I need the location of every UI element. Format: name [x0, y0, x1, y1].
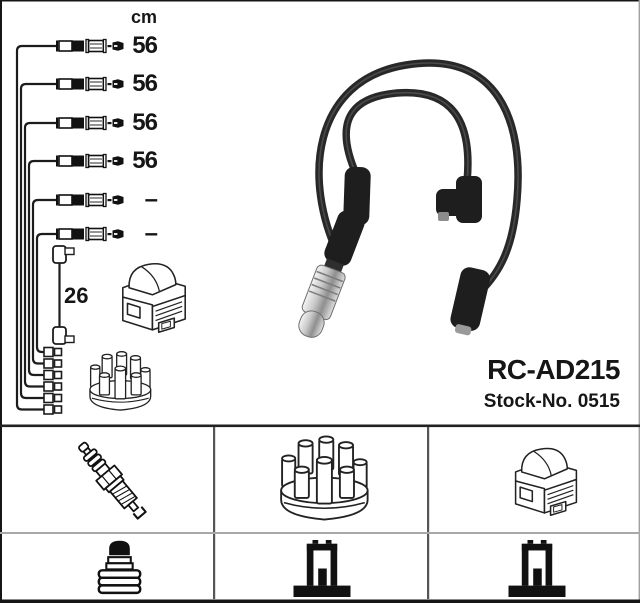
chrome-plug-connector [298, 210, 365, 338]
harness-connector-stack [43, 346, 63, 415]
spark-plug-icon [70, 435, 152, 525]
coil-wire [52, 245, 75, 345]
elbow-boot [436, 176, 482, 223]
ignition-coil-icon [121, 262, 187, 334]
harness-schematic [15, 44, 57, 411]
plug-terminal-icon [97, 539, 142, 595]
coil-wire-length: 26 [64, 283, 89, 308]
distributor-cap-icon [89, 350, 152, 411]
legend-table-grid [0, 424, 640, 599]
cable-length-2: 56 [132, 70, 158, 97]
product-code: RC-AD215 [487, 354, 620, 385]
cable-end-connectors [56, 38, 125, 242]
cable-length-4: 56 [132, 147, 158, 174]
ignition-coil-icon [514, 447, 578, 517]
angled-boot [450, 267, 491, 336]
cable-length-5: – [144, 186, 158, 213]
cable-length-1: 56 [132, 32, 158, 59]
unit-header: cm [130, 7, 157, 27]
distributor-cap-icon [280, 435, 369, 521]
cable-length-3: 56 [132, 109, 158, 136]
ignition-cable-photo [298, 59, 522, 338]
din-connector-icon [508, 540, 566, 597]
stock-number: Stock-No. 0515 [483, 391, 620, 412]
cable-length-6: – [144, 220, 158, 247]
din-connector-icon [293, 540, 351, 597]
